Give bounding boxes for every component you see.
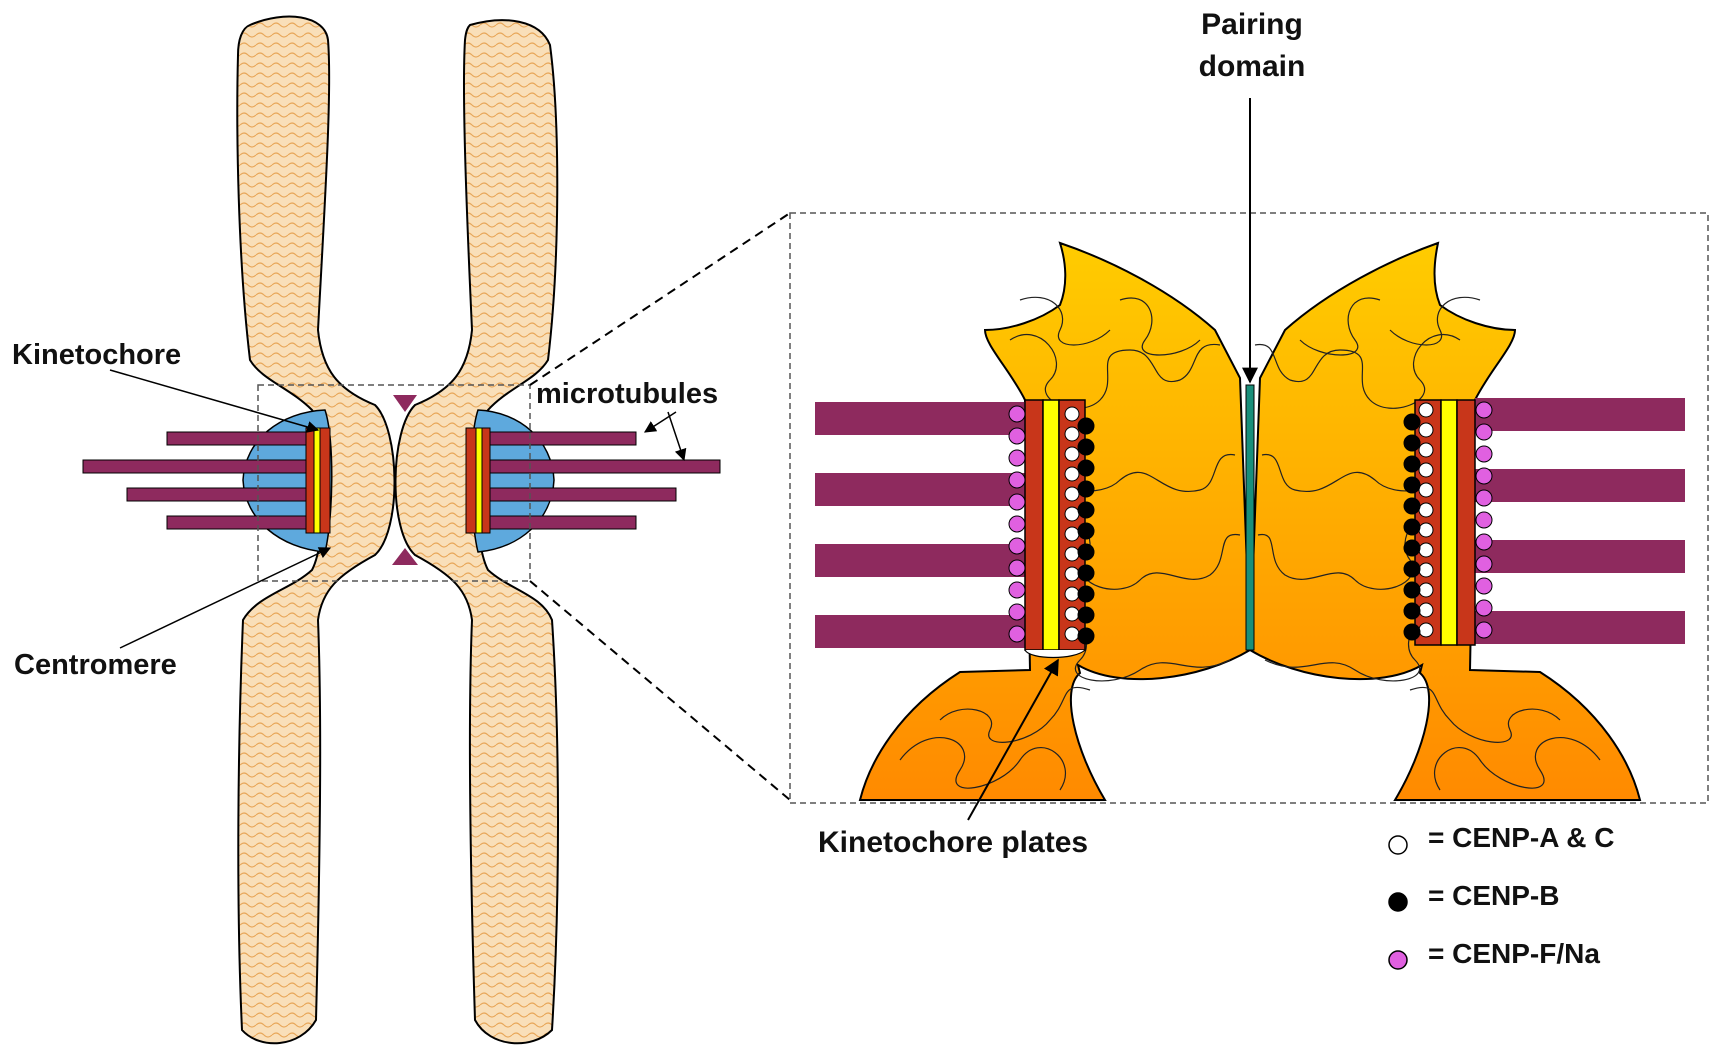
zoom-left-microtubules bbox=[815, 402, 1025, 648]
cenp-f-dot bbox=[1476, 424, 1492, 440]
cenp-f-dot bbox=[1009, 626, 1025, 642]
cenp-f-dot bbox=[1476, 600, 1492, 616]
label-kinetochore: Kinetochore bbox=[12, 339, 181, 371]
arrow-microtubules-2 bbox=[668, 412, 684, 460]
cenp-a-c-dot bbox=[1419, 603, 1433, 617]
label-kinetochore-plates: Kinetochore plates bbox=[818, 826, 1088, 859]
cenp-b-dot bbox=[1404, 477, 1420, 493]
cenp-b-dot bbox=[1404, 435, 1420, 451]
right-kinetochore-plates bbox=[466, 428, 490, 533]
cenp-f-dot bbox=[1009, 494, 1025, 510]
cenp-a-c-dot bbox=[1065, 407, 1079, 421]
cenp-b-dot bbox=[1078, 544, 1094, 560]
label-microtubules: microtubules bbox=[536, 378, 718, 410]
cenp-f-dot bbox=[1476, 534, 1492, 550]
label-pairing-domain-1: Pairing bbox=[1201, 8, 1303, 41]
cenp-a-c-dot bbox=[1065, 587, 1079, 601]
cenp-a-c-dot bbox=[1419, 583, 1433, 597]
legend-label-cenp-b: = CENP-B bbox=[1428, 880, 1559, 911]
cenp-b-dot bbox=[1404, 540, 1420, 556]
cenp-b-dot bbox=[1404, 414, 1420, 430]
cenp-f-dot bbox=[1009, 604, 1025, 620]
cenp-a-c-dot bbox=[1419, 463, 1433, 477]
legend: = CENP-A & C = CENP-B = CENP-F/Na bbox=[1389, 822, 1614, 969]
cenp-a-c-dot bbox=[1065, 527, 1079, 541]
cenp-b-dot bbox=[1404, 456, 1420, 472]
cenp-b-dot bbox=[1404, 498, 1420, 514]
cenp-f-dot bbox=[1009, 428, 1025, 444]
zoom-right-microtubules bbox=[1475, 398, 1685, 644]
cenp-b-dot bbox=[1404, 561, 1420, 577]
cenp-a-c-dot bbox=[1419, 623, 1433, 637]
black-dot-icon bbox=[1389, 893, 1407, 911]
cenp-b-dot bbox=[1404, 624, 1420, 640]
cenp-b-dot bbox=[1404, 582, 1420, 598]
cenp-b-dot bbox=[1404, 603, 1420, 619]
cenp-b-dot bbox=[1078, 523, 1094, 539]
cenp-f-dot bbox=[1476, 446, 1492, 462]
cenp-b-dot bbox=[1078, 481, 1094, 497]
cenp-b-dot bbox=[1078, 607, 1094, 623]
pairing-domain-bar bbox=[1246, 385, 1254, 650]
cenp-a-c-dot bbox=[1065, 607, 1079, 621]
cenp-b-dot bbox=[1078, 586, 1094, 602]
cenp-b-dot bbox=[1078, 460, 1094, 476]
legend-item-cenp-a-c: = CENP-A & C bbox=[1389, 822, 1614, 854]
cenp-b-dot bbox=[1078, 439, 1094, 455]
cenp-f-dot bbox=[1476, 622, 1492, 638]
cenp-a-c-dot bbox=[1065, 467, 1079, 481]
cenp-a-c-dot bbox=[1419, 503, 1433, 517]
cenp-f-dot bbox=[1009, 582, 1025, 598]
cenp-f-dot bbox=[1476, 468, 1492, 484]
white-dot-icon bbox=[1389, 836, 1407, 854]
pink-dot-icon bbox=[1389, 951, 1407, 969]
cenp-b-dot bbox=[1078, 628, 1094, 644]
cenp-f-dot bbox=[1009, 516, 1025, 532]
left-kinetochore-plates bbox=[306, 428, 330, 533]
whole-chromosome bbox=[83, 17, 720, 1044]
zoom-connector-top bbox=[530, 213, 790, 385]
cenp-a-c-dot bbox=[1419, 543, 1433, 557]
cenp-f-dot bbox=[1009, 406, 1025, 422]
cenp-a-c-dot bbox=[1419, 403, 1433, 417]
cenp-f-dot bbox=[1476, 512, 1492, 528]
legend-item-cenp-b: = CENP-B bbox=[1389, 880, 1559, 911]
cenp-a-c-dot bbox=[1065, 427, 1079, 441]
cenp-a-c-dot bbox=[1065, 487, 1079, 501]
cenp-f-dot bbox=[1009, 538, 1025, 554]
cenp-a-c-dot bbox=[1065, 567, 1079, 581]
cenp-f-dot bbox=[1476, 578, 1492, 594]
legend-label-cenp-f-na: = CENP-F/Na bbox=[1428, 938, 1600, 969]
cenp-a-c-dot bbox=[1065, 627, 1079, 641]
legend-label-cenp-a-c: = CENP-A & C bbox=[1428, 822, 1614, 853]
cenp-a-c-dot bbox=[1419, 443, 1433, 457]
cenp-b-dot bbox=[1404, 519, 1420, 535]
cenp-a-c-dot bbox=[1065, 547, 1079, 561]
cenp-a-c-dot bbox=[1419, 523, 1433, 537]
cenp-b-dot bbox=[1078, 502, 1094, 518]
cenp-f-dot bbox=[1476, 402, 1492, 418]
label-pairing-domain-2: domain bbox=[1199, 50, 1306, 83]
cenp-f-dot bbox=[1009, 472, 1025, 488]
cenp-b-dot bbox=[1078, 418, 1094, 434]
cenp-f-dot bbox=[1476, 556, 1492, 572]
label-centromere: Centromere bbox=[14, 649, 177, 681]
zoom-connector-bottom bbox=[530, 581, 790, 800]
cenp-a-c-dot bbox=[1419, 483, 1433, 497]
cenp-a-c-dot bbox=[1419, 423, 1433, 437]
cenp-a-c-dot bbox=[1065, 507, 1079, 521]
cenp-a-c-dot bbox=[1419, 563, 1433, 577]
cenp-a-c-dot bbox=[1065, 447, 1079, 461]
cenp-f-dot bbox=[1476, 490, 1492, 506]
cenp-f-dot bbox=[1009, 450, 1025, 466]
cenp-b-dot bbox=[1078, 565, 1094, 581]
cenp-f-dot bbox=[1009, 560, 1025, 576]
legend-item-cenp-f-na: = CENP-F/Na bbox=[1389, 938, 1600, 969]
